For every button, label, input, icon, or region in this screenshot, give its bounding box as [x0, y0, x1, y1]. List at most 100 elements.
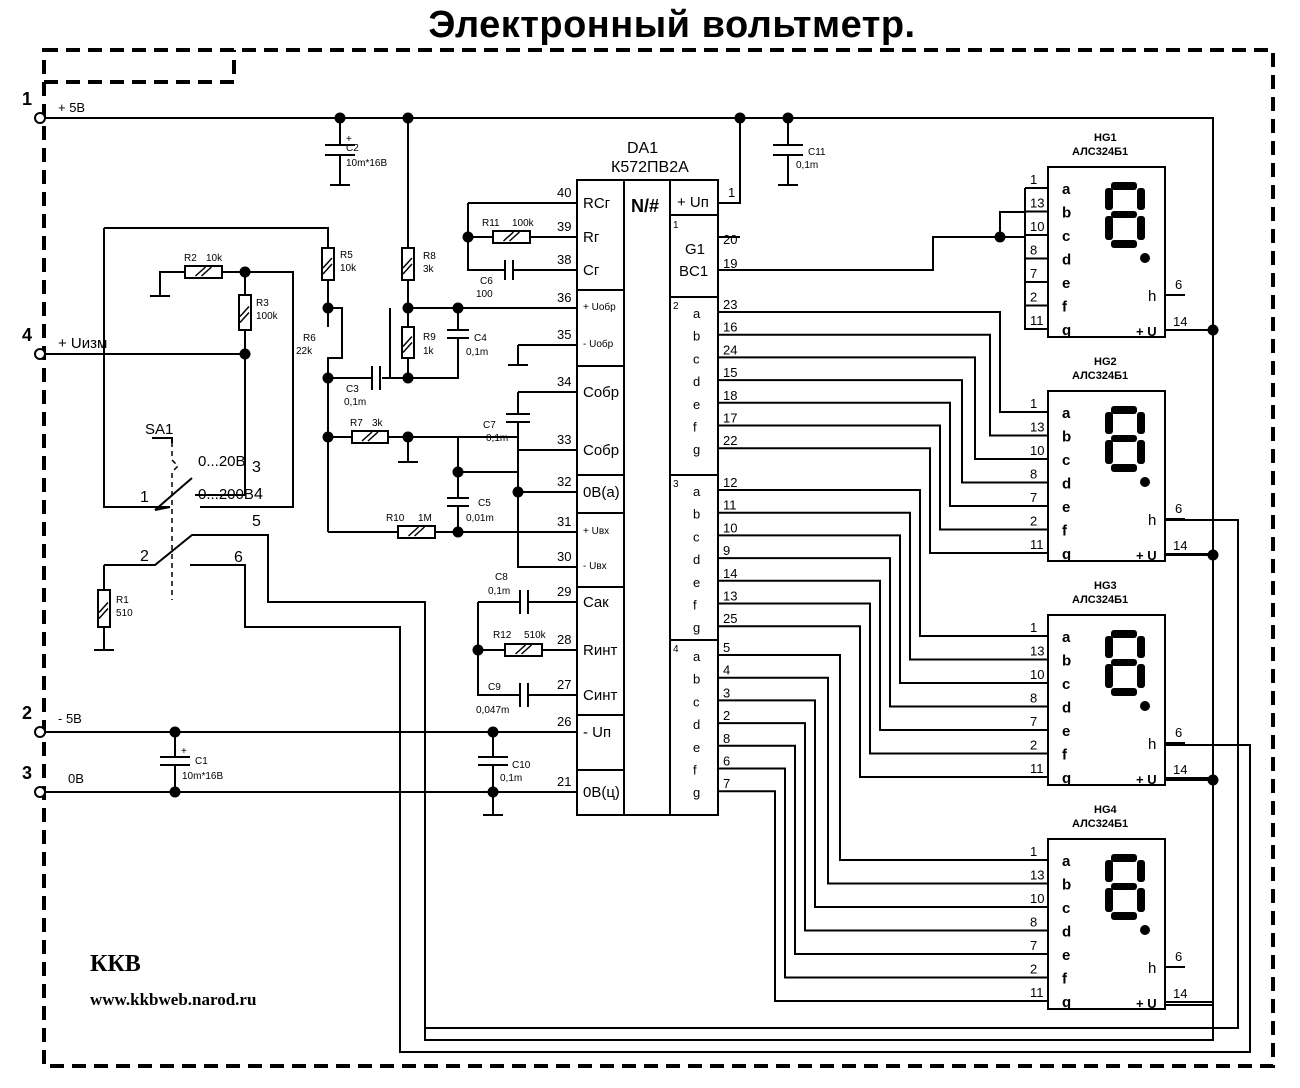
r7-ref: R7 [350, 418, 363, 429]
r1-ref: R1 [116, 595, 129, 606]
segment-g [1111, 435, 1137, 442]
junction-dot [334, 112, 346, 124]
resistor-r1-hatch [98, 601, 109, 620]
ic-pin-number: 29 [557, 584, 571, 599]
ic-pin-number: 3 [723, 685, 730, 700]
resistor-r8 [401, 247, 415, 281]
junction-dot [487, 726, 499, 738]
display-pin-number: 13 [1030, 420, 1044, 435]
resistor-r8-hatch [402, 257, 413, 275]
polarity-mark: + [346, 134, 352, 145]
display-body [1047, 838, 1166, 1010]
segment-g [1111, 211, 1137, 218]
ic-pin-number: 23 [723, 297, 737, 312]
segment-c [1137, 888, 1145, 912]
wiring [42, 48, 1275, 1068]
segment-bus-wire [738, 356, 1025, 460]
display-segment-label: g [1062, 770, 1071, 787]
ic-pin-number: 4 [723, 663, 730, 678]
c1-ref: C1 [195, 756, 208, 767]
display-body [1047, 390, 1166, 562]
display-segment-label: b [1062, 429, 1071, 446]
display-pin-number: 10 [1030, 891, 1044, 906]
switch-range1: 0...20В [198, 453, 246, 470]
r6-val: 22k [296, 346, 313, 357]
ic-adc-symbol: N/# [631, 196, 659, 216]
ic-pin-number: 1 [728, 185, 735, 200]
ic-pin-number: 33 [557, 432, 571, 447]
r1-val: 510 [116, 608, 133, 619]
terminal-2-num: 2 [22, 703, 32, 723]
ic-segment-label: d [693, 717, 700, 732]
ic-pin-label: Cобр [583, 442, 619, 459]
ic-segment-label: a [693, 306, 701, 321]
r12-val: 510k [524, 630, 547, 641]
r5-val: 10k [340, 263, 357, 274]
frame-notch [44, 50, 236, 84]
segment-bus-wire [738, 424, 1025, 531]
display-segment-label: d [1062, 252, 1071, 269]
ic-pin-number: 22 [723, 433, 737, 448]
ic-pin-label: Rинт [583, 642, 617, 659]
display-pin-number: 7 [1030, 938, 1037, 953]
display-segment-label: e [1062, 723, 1070, 740]
segment-f [1105, 860, 1113, 882]
decimal-point [1140, 253, 1150, 263]
segment-bus-wire [738, 401, 1025, 507]
segment-e [1105, 888, 1113, 912]
seven-segment-digit [1105, 630, 1150, 711]
ic-pin-number: 5 [723, 640, 730, 655]
junction-dot [487, 786, 499, 798]
display-h-label: h [1148, 960, 1156, 977]
display-segment-label: f [1062, 747, 1068, 764]
segment-f [1105, 188, 1113, 210]
r2-ref: R2 [184, 253, 197, 264]
junction-dot [512, 486, 524, 498]
c4-val: 0,1m [466, 347, 488, 358]
r9-ref: R9 [423, 332, 436, 343]
c6-val: 100 [476, 289, 493, 300]
r8-ref: R8 [423, 251, 436, 262]
r11-val: 100k [512, 218, 535, 229]
ic-segment-label: e [693, 740, 700, 755]
segment-bus-wire [738, 722, 1025, 932]
display-ref: HG4 [1094, 804, 1118, 816]
display-segment-label: g [1062, 994, 1071, 1011]
terminal-pin [34, 112, 46, 124]
c5-ref: C5 [478, 498, 491, 509]
decimal-point [1140, 701, 1150, 711]
c6-ref: C6 [480, 276, 493, 287]
ic-pin-label: Cинт [583, 687, 617, 704]
segment-b [1137, 188, 1145, 210]
segment-bus-wire [738, 676, 1025, 885]
segment-b [1137, 412, 1145, 434]
c8-ref: C8 [495, 572, 508, 583]
display-pin-number: 14 [1173, 314, 1187, 329]
segment-bus-wire [738, 534, 1025, 684]
junction-dot [734, 112, 746, 124]
display-part: АЛС324Б1 [1072, 146, 1128, 158]
display-pin-number: 7 [1030, 714, 1037, 729]
display-segment-label: a [1062, 853, 1071, 870]
resistor-r11-hatch [502, 231, 521, 242]
display-segment-label: f [1062, 299, 1068, 316]
ic-pin-number: 7 [723, 776, 730, 791]
junction-dot [402, 372, 414, 384]
segment-bus-wire [738, 767, 1025, 979]
junction-dot [1207, 774, 1219, 786]
display-pin-number: 11 [1030, 761, 1044, 776]
ic-pin-number: 21 [557, 774, 571, 789]
ic-segment-label: e [693, 397, 700, 412]
segment-d [1111, 688, 1137, 696]
ic-body [576, 179, 719, 816]
display-h-label: h [1148, 512, 1156, 529]
display-segment-label: c [1062, 452, 1070, 469]
display-pin-number: 7 [1030, 266, 1037, 281]
c3-val: 0,1m [344, 397, 366, 408]
display-pin-number: 10 [1030, 443, 1044, 458]
segment-b [1137, 860, 1145, 882]
ic-segment-label: f [693, 598, 697, 613]
c11-ref: C11 [808, 147, 826, 158]
display-segment-label: e [1062, 499, 1070, 516]
display-pin-number: 8 [1030, 467, 1037, 482]
